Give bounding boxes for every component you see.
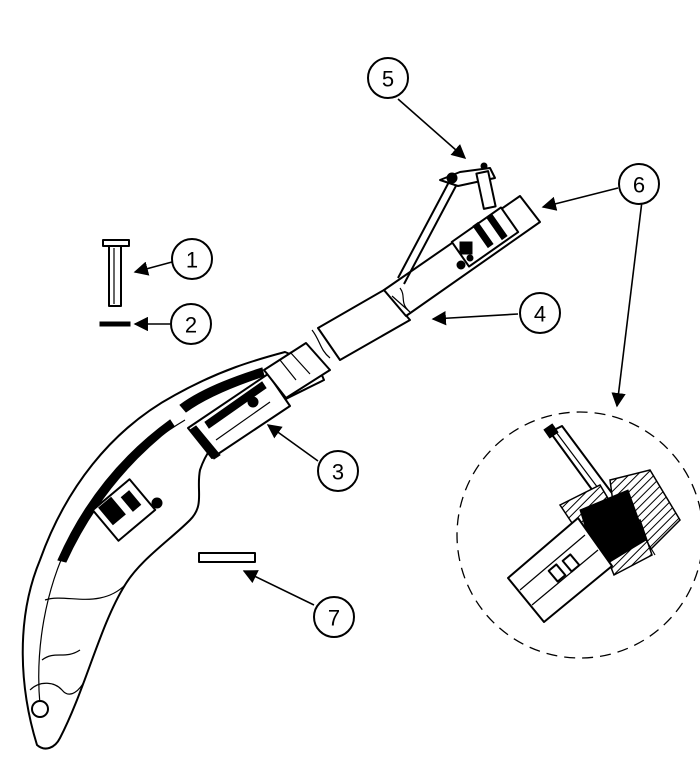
callout-1-label: 1 bbox=[186, 248, 198, 273]
part-1-pin bbox=[102, 239, 130, 307]
leader-lines bbox=[133, 98, 643, 606]
callout-2-label: 2 bbox=[185, 313, 197, 338]
leader-6a bbox=[541, 187, 619, 211]
callout-4-label: 4 bbox=[534, 302, 546, 327]
leader-5 bbox=[397, 98, 467, 159]
callout-6: 6 bbox=[618, 163, 660, 205]
leader-7 bbox=[242, 570, 315, 606]
leader-6b bbox=[611, 200, 643, 408]
callout-3-label: 3 bbox=[332, 460, 344, 485]
curved-boom-assembly bbox=[21, 162, 541, 750]
callout-5-label: 5 bbox=[382, 67, 394, 92]
callout-1: 1 bbox=[171, 238, 213, 280]
leader-4 bbox=[431, 311, 519, 326]
detail-view-6 bbox=[456, 411, 700, 659]
part-7-flat-bar bbox=[198, 552, 256, 563]
callout-2: 2 bbox=[170, 303, 212, 345]
leader-1 bbox=[133, 261, 173, 276]
callout-5: 5 bbox=[367, 57, 409, 99]
callout-7-label: 7 bbox=[328, 606, 340, 631]
callout-4: 4 bbox=[519, 292, 561, 334]
leader-3 bbox=[266, 424, 319, 462]
callout-3: 3 bbox=[317, 450, 359, 492]
part-2-washer bbox=[99, 321, 131, 327]
callout-6-label: 6 bbox=[633, 173, 645, 198]
callout-7: 7 bbox=[313, 596, 355, 638]
